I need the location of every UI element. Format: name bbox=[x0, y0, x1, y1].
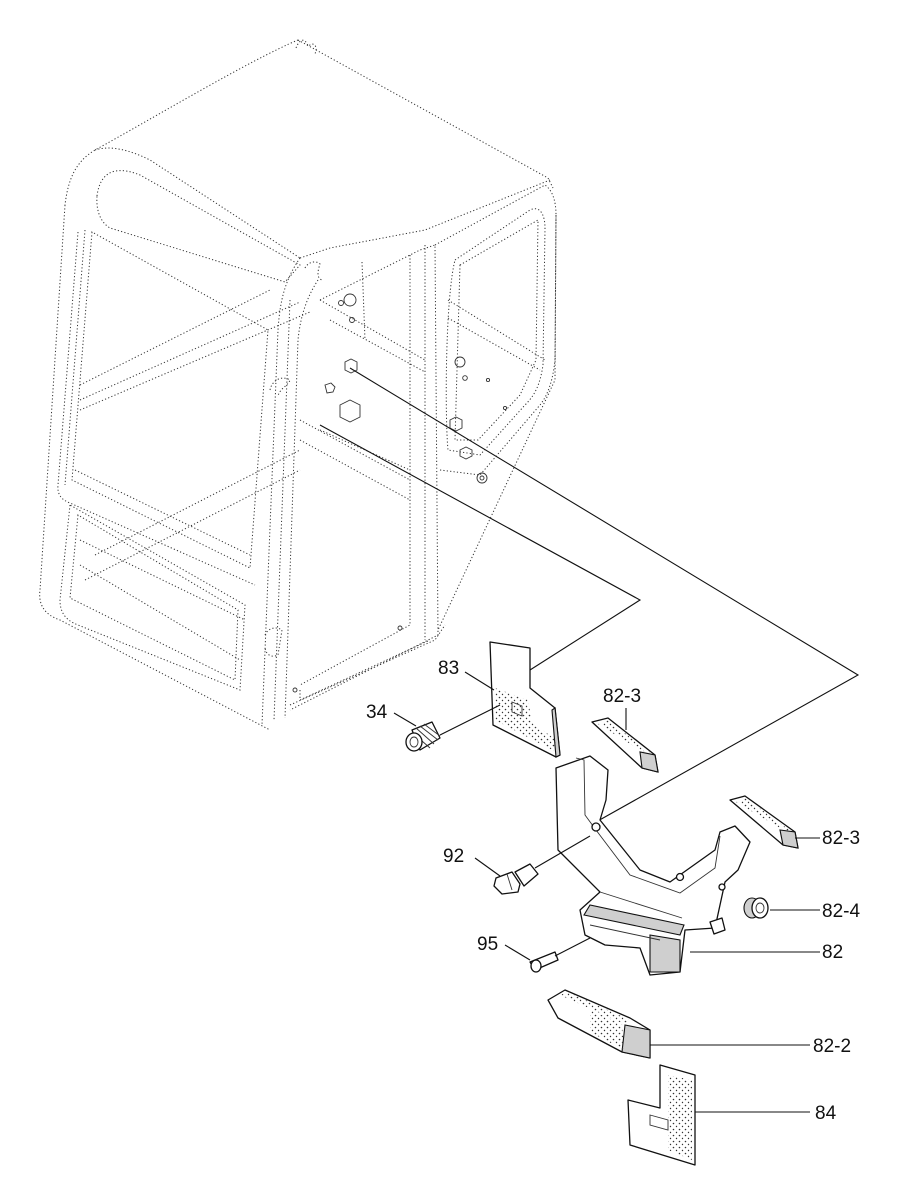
label-82: 82 bbox=[822, 942, 843, 963]
part-82-3-right-pad bbox=[729, 795, 799, 849]
label-84: 84 bbox=[815, 1103, 837, 1124]
part-34-grommet bbox=[405, 704, 501, 752]
part-92-bolt bbox=[493, 835, 591, 895]
part-95-screw bbox=[529, 937, 591, 973]
part-84-plate bbox=[627, 1064, 696, 1166]
part-82-4-grommet bbox=[743, 897, 769, 919]
label-83: 83 bbox=[438, 658, 459, 679]
label-82-3-upper: 82-3 bbox=[603, 686, 641, 707]
label-82-2: 82-2 bbox=[813, 1036, 851, 1057]
label-95: 95 bbox=[477, 934, 498, 955]
label-82-4: 82-4 bbox=[822, 901, 860, 922]
part-82-3-upper-pad bbox=[591, 717, 659, 773]
assembly-lines bbox=[319, 367, 860, 823]
part-labels: 83 34 82-3 82-3 92 82-4 95 82 82-2 84 bbox=[366, 658, 860, 1124]
part-82-step-bracket bbox=[555, 755, 751, 976]
label-34: 34 bbox=[366, 702, 388, 723]
label-82-3-right: 82-3 bbox=[822, 828, 860, 849]
part-83-bracket bbox=[489, 641, 561, 758]
leader-lines bbox=[393, 671, 820, 1113]
label-92: 92 bbox=[443, 846, 464, 867]
part-82-2-step-pad bbox=[547, 989, 651, 1059]
cab-frame bbox=[39, 39, 557, 731]
